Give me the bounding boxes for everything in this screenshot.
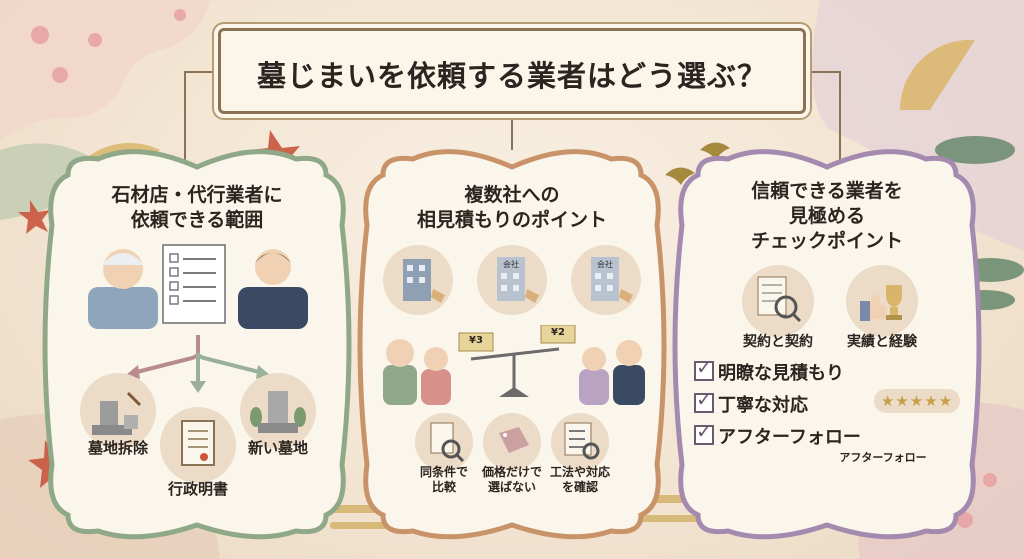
panel-quotes-title-1: 複数社への [464, 184, 560, 206]
tip-compare-line2: 比較 [431, 480, 456, 494]
panel-quotes: 複数社への 相見積もりのポイント 会社 会社 [353, 145, 671, 543]
item-demolition-label: 墓地拆除 [87, 439, 148, 457]
worker-consultation-illustration [88, 244, 308, 329]
price-tag-left: ¥3 [469, 335, 483, 346]
panel-checkpoints-frame [672, 149, 982, 540]
company-building-icon-2: 会社 [477, 245, 547, 315]
check-mark-icon: ✓ [696, 419, 713, 443]
checkbox-icon [694, 393, 714, 413]
check-item-polite-label: 丁寧な対応 [718, 395, 808, 416]
panel-checkpoints-title-3: チェックポイント [750, 230, 903, 252]
tip-method-line2: を確認 [561, 480, 598, 494]
check-item-clear-quote: ✓ 明瞭な見積もり [694, 355, 844, 385]
contract-magnifier-icon [742, 265, 814, 337]
check-item-aftercare-label: アフターフォロー [718, 427, 861, 448]
page-title: 墓じまいを依頼する業者はどう選ぶ？ [256, 59, 767, 93]
check-mark-icon: ✓ [696, 355, 713, 379]
aftercare-footnote: アフターフォロー [839, 451, 927, 464]
company-building-icon-1 [383, 245, 453, 315]
trophy-thumbsup-icon [846, 265, 918, 337]
checkbox-icon [694, 425, 714, 445]
tip-compare-line1: 同条件で [419, 465, 468, 479]
company-sign-3: 会社 [597, 260, 613, 269]
check-item-clear-quote-label: 明瞭な見積もり [718, 363, 844, 384]
checkbox-icon [694, 361, 714, 381]
demolition-icon [80, 373, 156, 449]
panel-checkpoints-title-2: 見極める [788, 205, 865, 227]
item-document-label: 行政明書 [167, 480, 228, 498]
checklist-icon [551, 413, 609, 471]
compare-magnifier-icon [415, 413, 473, 471]
check-item-polite: ✓ 丁寧な対応 [694, 387, 808, 417]
tip-method-line1: 工法や対応 [549, 465, 610, 479]
check-mark-icon: ✓ [696, 387, 713, 411]
panel-checkpoints: 信頼できる業者を 見極める チェックポイント 契約と契約 実績と経験 ✓ 明瞭な… [668, 145, 986, 543]
company-sign-2: 会社 [503, 260, 519, 269]
panel-quotes-title-2: 相見積もりのポイント [416, 209, 607, 231]
contract-label: 契約と契約 [743, 334, 813, 350]
price-tag-icon [483, 413, 541, 471]
check-item-aftercare: ✓ アフターフォロー [694, 419, 861, 449]
panel-checkpoints-title-1: 信頼できる業者を [751, 180, 903, 202]
item-new-grave-label: 新い墓地 [247, 439, 308, 457]
panel-scope-title-2: 依頼できる範囲 [130, 209, 264, 231]
rating-stars-icon: ★★★★★ [874, 389, 960, 413]
price-tag-right: ¥2 [551, 327, 565, 338]
new-grave-icon [240, 373, 316, 449]
tip-price-line2: 選ばない [487, 480, 536, 494]
tip-price-line1: 価格だけで [481, 465, 542, 479]
comparison-scale-illustration [383, 325, 645, 405]
experience-label: 実績と経験 [847, 334, 917, 350]
panel-scope: 石材店・代行業者に 依頼できる範囲 [38, 145, 356, 543]
document-icon [160, 407, 236, 483]
company-building-icon-3: 会社 [571, 245, 641, 315]
title-box: 墓じまいを依頼する業者はどう選ぶ？ [218, 28, 806, 114]
panel-scope-title-1: 石材店・代行業者に [111, 184, 283, 206]
